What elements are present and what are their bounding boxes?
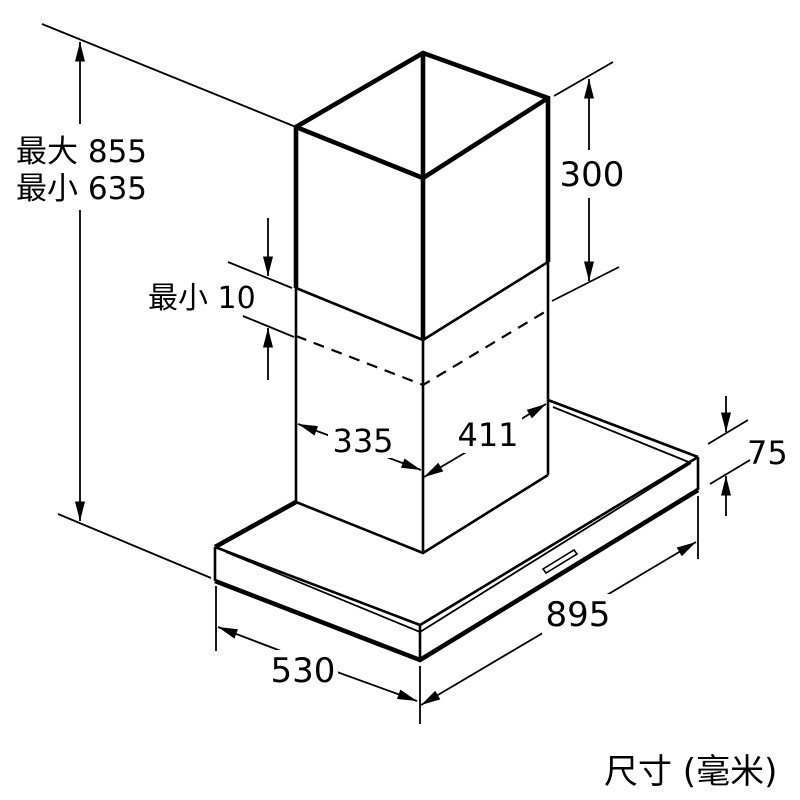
dimension-300-label: 300	[560, 155, 625, 195]
dimension-lines	[75, 42, 731, 706]
dimension-530-label: 530	[271, 651, 336, 691]
dimension-75-label: 75	[747, 434, 788, 472]
chimney-upper-section	[293, 50, 551, 342]
dimension-min-overlap-label: 最小 10	[148, 281, 256, 316]
label-masks	[12, 124, 626, 690]
chimney-lower-section	[294, 262, 550, 555]
dimension-height-max-label: 最大 855	[16, 134, 147, 170]
dimension-height-min-label: 最小 635	[16, 171, 147, 207]
units-caption: 尺寸 (毫米)	[604, 752, 777, 792]
overlap-dashed-line	[295, 309, 549, 387]
hood-body	[213, 398, 700, 663]
dimension-895-label: 895	[546, 595, 611, 635]
dimension-411-label: 411	[457, 416, 518, 454]
extension-lines	[41, 23, 751, 724]
handle-groove	[541, 548, 579, 575]
dimension-335-label: 335	[332, 422, 393, 460]
